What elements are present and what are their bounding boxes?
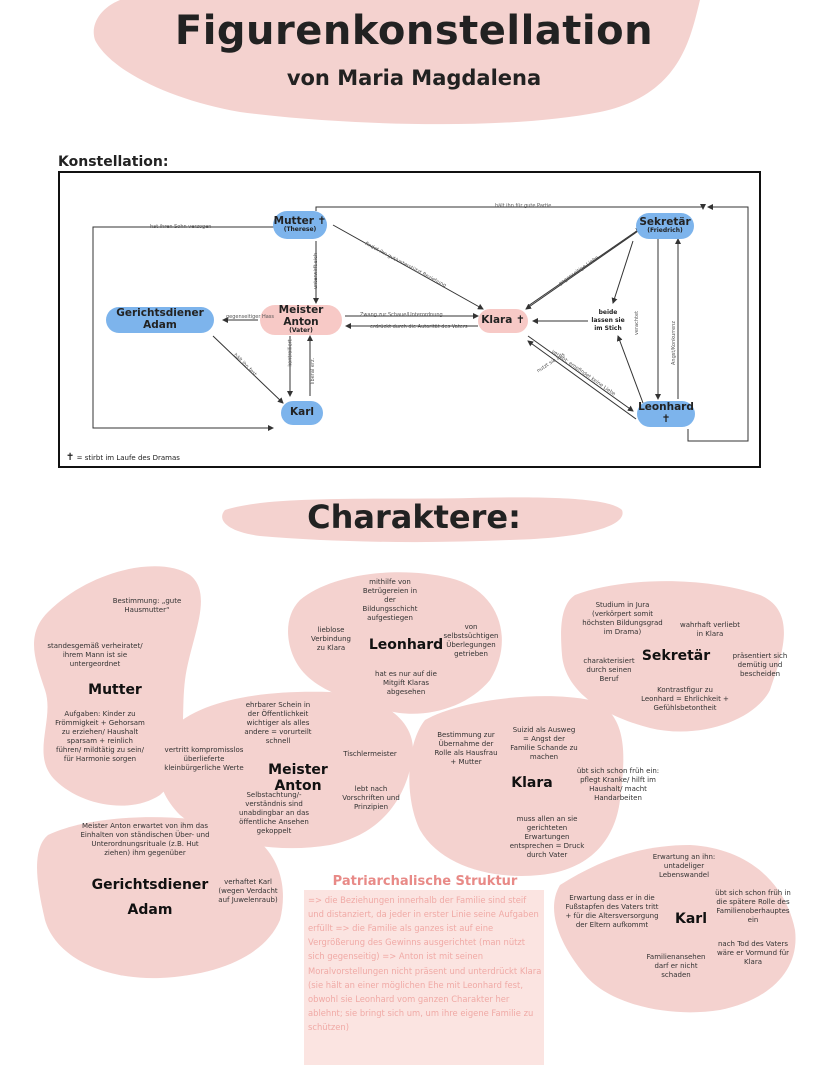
charaktere-heading-blob (222, 497, 623, 543)
klara-t3: übt sich schon früh ein: pflegt Kranke/ … (576, 767, 660, 803)
edge-adam-karl (212, 335, 284, 404)
sekretaer-t1: Studium in Jura (verkörpert somit höchst… (582, 601, 663, 637)
blob-anton (157, 691, 414, 849)
edge-leonhard-loop (687, 204, 749, 442)
page-subtitle: von Maria Magdalena (286, 66, 542, 90)
node-gerichtsdiener: Gerichtsdiener Adam (106, 307, 214, 333)
mutter-name: Mutter (88, 682, 142, 698)
leonhard-name: Leonhard (368, 637, 444, 653)
adam-name-1: Gerichtsdiener (91, 877, 209, 893)
node-klara-label: Klara (481, 314, 513, 327)
node-anton-sub: (Vater) (289, 327, 313, 335)
klara-t4: muss allen an sie gerichteten Erwartunge… (509, 815, 585, 860)
edge-sek-beide (611, 240, 634, 304)
anton-t1: ehrbarer Schein in der Öffentlichkeit wi… (244, 701, 312, 746)
blob-mutter (33, 566, 201, 806)
leonhard-t3: von selbstsüchtigen Überlegungen getrieb… (443, 623, 499, 659)
blob-klara (409, 696, 624, 876)
leonhard-t4: hat es nur auf die Mitgift Klaras abgese… (375, 670, 437, 697)
page-title: Figurenkonstellation (174, 8, 654, 54)
karl-t1: Erwartung an ihn: untadeliger Lebenswand… (652, 853, 716, 880)
patriarchalisch-box (304, 890, 544, 1065)
cross-icon: ✝ (661, 413, 671, 425)
anton-t3: Tischlermeister (343, 750, 397, 758)
patriarchalisch-title: Patriarchalische Struktur (332, 874, 518, 889)
node-mutter: Mutter ✝ (Therese) (273, 211, 327, 239)
node-anton-label: Meister Anton (278, 304, 324, 328)
leonhard-t1: mithilfe von Betrügereien in der Bildung… (362, 578, 418, 623)
node-sekretaer: Sekretär (Friedrich) (636, 213, 694, 239)
edge-mutter-karl (92, 226, 274, 431)
mutter-t3: Aufgaben: Kinder zu Frömmigkeit + Gehors… (55, 710, 145, 764)
node-leonhard-label: Leonhard (638, 401, 694, 414)
edge-leonhard-klara (527, 340, 637, 420)
node-mutter-label: Mutter (273, 214, 314, 227)
edge-leonhard-beide (616, 335, 644, 404)
node-sekretaer-label: Sekretär (639, 215, 691, 228)
karl-name: Karl (675, 911, 707, 927)
patriarchalisch-text: => die Beziehungen innerhalb der Familie… (308, 895, 542, 1032)
edge-top (315, 204, 706, 211)
node-karl-label: Karl (290, 406, 314, 419)
legend-text: = stirbt im Laufe des Dramas (76, 454, 180, 462)
anton-t4: Selbstachtung/-verständnis sind unabding… (238, 791, 310, 836)
konstellation-label: Konstellation: (58, 154, 169, 170)
sekretaer-name: Sekretär (641, 648, 711, 664)
blob-sekretaer (561, 581, 784, 732)
edge-label-anton-klara-2: erdrückt durch die Autorität des Vaters (370, 324, 468, 330)
leonhard-t2: lieblose Verbindung zu Klara (310, 626, 351, 653)
anton-t2: vertritt kompromisslos überlieferte klei… (164, 746, 244, 773)
node-beide: beide lassen sie im Stich (591, 309, 625, 332)
charaktere-heading: Charaktere: (307, 498, 521, 536)
konstellation-arrows (92, 204, 749, 442)
node-gerichtsdiener-label: Gerichtsdiener Adam (116, 307, 204, 331)
node-sekretaer-sub: (Friedrich) (647, 227, 683, 235)
klara-name: Klara (511, 775, 553, 791)
header-blob (93, 0, 700, 125)
adam-t2: verhaftet Karl (wegen Verdacht auf Juwel… (218, 878, 278, 905)
legend: ✝ = stirbt im Laufe des Dramas (66, 452, 180, 463)
blob-adam (37, 817, 283, 979)
edge-label-top: hält ihn für gute Partie (495, 203, 552, 209)
cross-icon: ✝ (317, 214, 327, 227)
sekretaer-t5: Kontrastfigur zu Leonhard = Ehrlichkeit … (641, 686, 729, 713)
blob-karl (554, 845, 796, 1013)
edge-klara-sek (527, 227, 642, 307)
node-mutter-sub: (Therese) (283, 226, 317, 234)
karl-t4: Familienansehen darf er nicht schaden (646, 953, 706, 980)
edge-label-anton-klara-1: Zwang zur Schaue/Unterordnung (360, 312, 443, 318)
mutter-t1: Bestimmung: „gute Hausmutter“ (112, 597, 182, 615)
cross-icon: ✝ (515, 314, 525, 327)
anton-name: Meister Anton (268, 762, 328, 794)
sekretaer-t4: präsentiert sich demütig und bescheiden (732, 652, 788, 679)
sekretaer-t2: wahrhaft verliebt in Klara (680, 621, 740, 639)
adam-name-2: Adam (127, 902, 173, 918)
node-anton: Meister Anton (Vater) (260, 304, 342, 335)
node-karl: Karl (281, 401, 323, 425)
edge-label-adam-anton: gegenseitiger Hass (226, 314, 275, 320)
anton-t5: lebt nach Vorschriften und Prinzipien (342, 785, 400, 812)
edge-sek-klara (525, 228, 642, 310)
karl-t5: nach Tod des Vaters wäre er Vormund für … (716, 940, 790, 967)
karl-t3: übt sich schon früh in die spätere Rolle… (715, 889, 791, 925)
node-leonhard: Leonhard ✝ (637, 401, 695, 427)
node-klara: Klara ✝ (478, 309, 528, 333)
klara-t2: Suizid als Ausweg = Angst der Familie Sc… (510, 726, 578, 762)
edge-label-mutter-karl: hat ihren Sohn verzogen (150, 224, 212, 230)
blob-leonhard (288, 572, 502, 714)
sekretaer-t3: charakterisiert durch seinen Beruf (583, 657, 635, 684)
mutter-t2: standesgemäß verheiratet/ ihrem Mann ist… (47, 642, 143, 669)
edge-klara-leonhard (527, 335, 634, 412)
cross-icon: ✝ (66, 452, 75, 463)
adam-t1: Meister Anton erwartet von ihm das Einha… (80, 822, 210, 858)
karl-t2: Erwartung dass er in die Fußstapfen des … (565, 894, 659, 930)
klara-t1: Bestimmung zur Übernahme der Rolle als H… (434, 731, 498, 767)
edge-mutter-klara (332, 224, 484, 310)
